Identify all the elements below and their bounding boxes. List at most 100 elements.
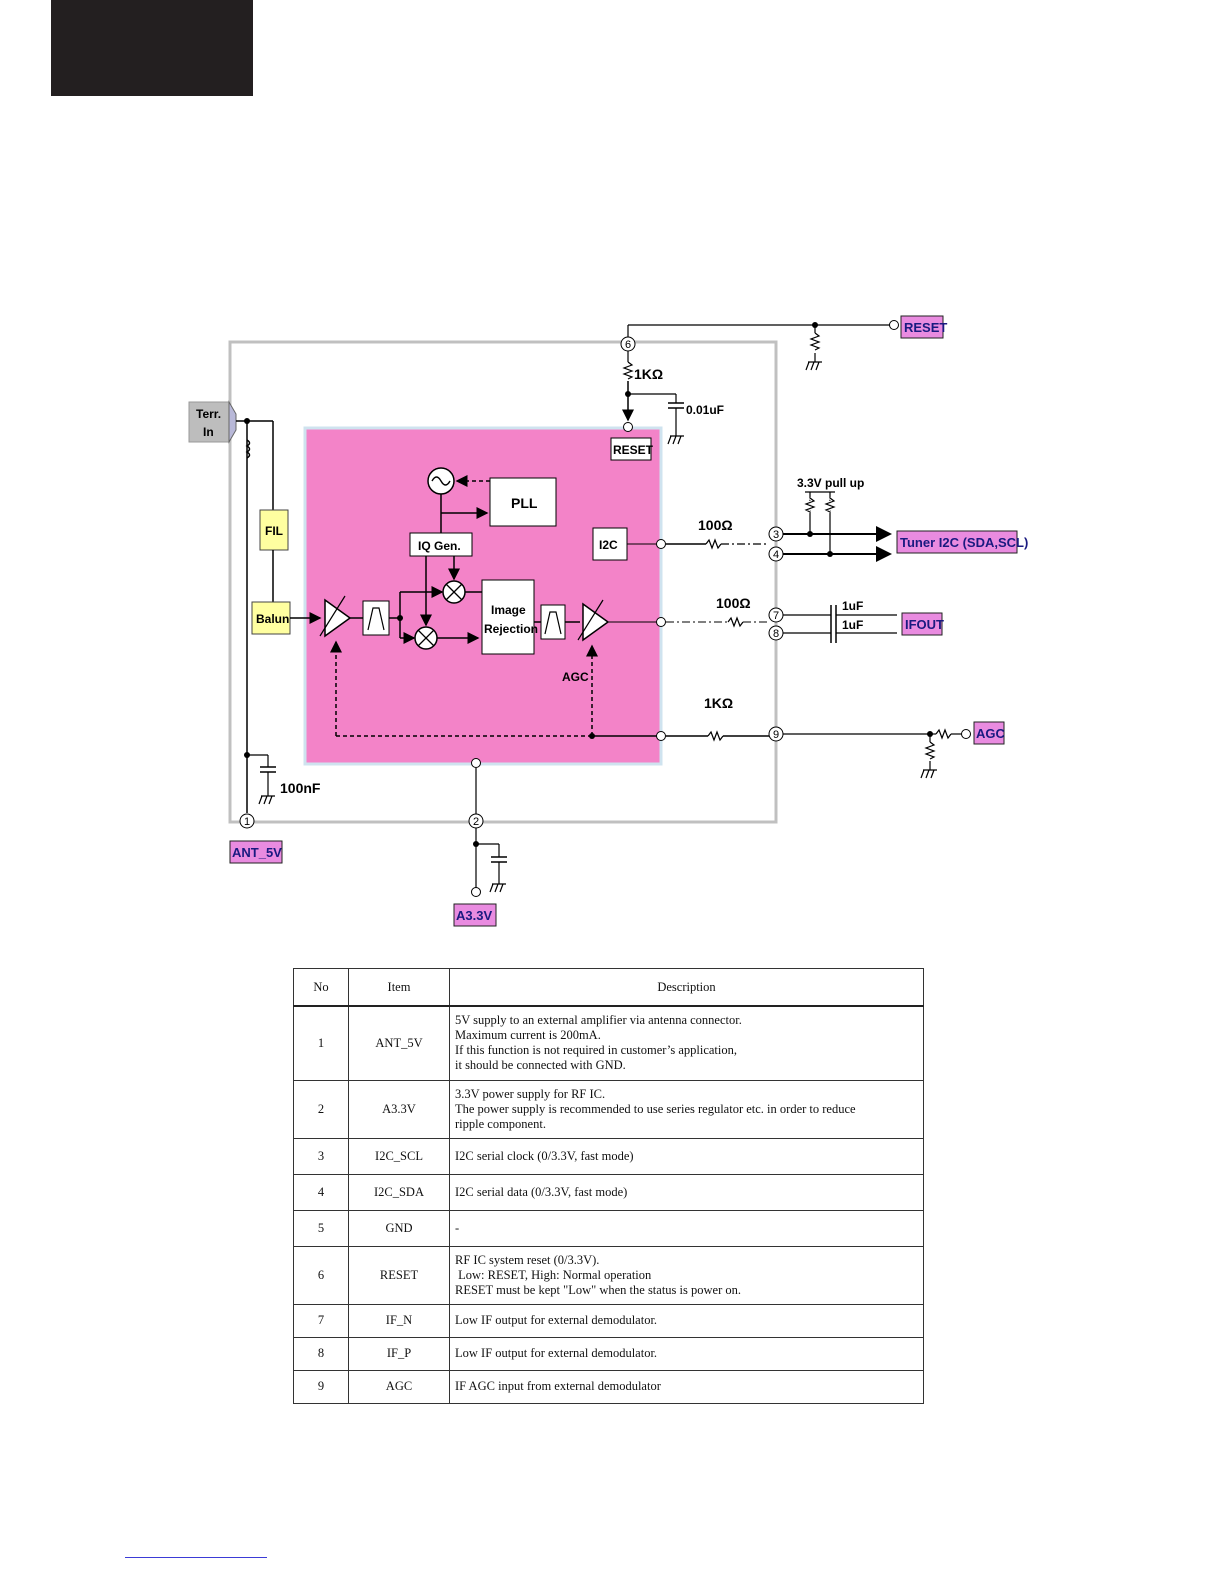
pll-block bbox=[489, 477, 557, 527]
tuner-i2c-tag bbox=[896, 530, 1018, 554]
row-item: I2C_SCL bbox=[348, 1137, 450, 1175]
terr-in-box bbox=[188, 401, 230, 443]
table-row: 7 IF_N Low IF output for external demodu… bbox=[293, 1303, 924, 1338]
table-row: 8 IF_P Low IF output for external demodu… bbox=[293, 1336, 924, 1371]
row-no: 7 bbox=[293, 1303, 349, 1338]
c-1uf-a-label: 1uF bbox=[842, 599, 863, 613]
bandpass-filter-1 bbox=[362, 600, 390, 636]
c-1uf-b-label: 1uF bbox=[842, 618, 863, 632]
row-no: 8 bbox=[293, 1336, 349, 1371]
pin-1-number: 1 bbox=[244, 816, 250, 828]
image-rejection-label-1: Image bbox=[491, 603, 526, 617]
corner-black-block bbox=[51, 0, 253, 96]
pin-6-number: 6 bbox=[625, 339, 631, 351]
reset-internal-label: RESET bbox=[613, 443, 654, 457]
desc-line: RF IC system reset (0/3.3V). bbox=[455, 1252, 600, 1267]
desc-line: Maximum current is 200mA. bbox=[455, 1028, 601, 1043]
row-no: 1 bbox=[293, 1005, 349, 1081]
pin-1 bbox=[239, 813, 255, 829]
a33v-tag-label: A3.3V bbox=[456, 908, 492, 923]
iq-gen-label: IQ Gen. bbox=[418, 539, 461, 553]
inductor-icon bbox=[245, 439, 251, 459]
pin-4-number: 4 bbox=[773, 549, 779, 561]
tuner-block-diagram: Terr. In FIL Balun IQ Gen. PLL Image Re bbox=[188, 315, 1028, 927]
table-row: 5 GND - bbox=[293, 1209, 924, 1247]
table-row: 6 RESET RF IC system reset (0/3.3V). Low… bbox=[293, 1245, 924, 1305]
desc-line: Low: RESET, High: Normal operation bbox=[455, 1267, 652, 1282]
ant-5v-tag bbox=[229, 840, 283, 864]
pin-9-number: 9 bbox=[773, 729, 779, 741]
row-description: 3.3V power supply for RF IC. The power s… bbox=[449, 1079, 924, 1139]
table-row: 4 I2C_SDA I2C serial data (0/3.3V, fast … bbox=[293, 1173, 924, 1211]
ant-5v-tag-label: ANT_5V bbox=[232, 845, 282, 860]
header-description: Description bbox=[449, 968, 924, 1007]
tuner-i2c-tag-label: Tuner I2C (SDA,SCL) bbox=[900, 535, 1028, 550]
desc-line: RESET must be kept "Low" when the status… bbox=[455, 1282, 741, 1297]
pin-7-number: 7 bbox=[773, 610, 779, 622]
row-item: AGC bbox=[348, 1369, 450, 1404]
row-item: GND bbox=[348, 1209, 450, 1247]
desc-line: The power supply is recommended to use s… bbox=[455, 1101, 856, 1116]
desc-line: 3.3V power supply for RF IC. bbox=[455, 1086, 606, 1101]
agc-internal-label: AGC bbox=[562, 670, 589, 684]
balun-label: Balun bbox=[256, 612, 289, 626]
module-outline bbox=[228, 340, 778, 824]
r-1k-top-label: 1KΩ bbox=[634, 366, 663, 382]
agc-tag bbox=[973, 721, 1005, 745]
row-no: 2 bbox=[293, 1079, 349, 1139]
ifout-tag-label: IFOUT bbox=[905, 617, 944, 632]
row-description: Low IF output for external demodulator. bbox=[449, 1303, 924, 1338]
i2c-block bbox=[592, 527, 628, 561]
terr-in-label-2: In bbox=[203, 425, 214, 439]
pll-label: PLL bbox=[511, 495, 538, 511]
r-100-i2c-label: 100Ω bbox=[698, 517, 733, 533]
row-no: 4 bbox=[293, 1173, 349, 1211]
desc-line: 5V supply to an external amplifier via a… bbox=[455, 1013, 742, 1028]
c-001uf-label: 0.01uF bbox=[686, 403, 724, 417]
header-no: No bbox=[293, 968, 349, 1007]
desc-line: If this function is not required in cust… bbox=[455, 1043, 738, 1058]
table-row: 3 I2C_SCL I2C serial clock (0/3.3V, fast… bbox=[293, 1137, 924, 1175]
pulldown-resistor-icon bbox=[809, 332, 821, 351]
row-no: 6 bbox=[293, 1245, 349, 1305]
i2c-label: I2C bbox=[599, 538, 618, 552]
desc-line: ripple component. bbox=[455, 1116, 546, 1131]
row-description: Low IF output for external demodulator. bbox=[449, 1336, 924, 1371]
balun-block bbox=[251, 601, 291, 635]
table-row: 1 ANT_5V 5V supply to an external amplif… bbox=[293, 1005, 924, 1081]
row-item: IF_P bbox=[348, 1336, 450, 1371]
image-rejection-label-2: Rejection bbox=[484, 622, 538, 636]
row-item: IF_N bbox=[348, 1303, 450, 1338]
row-item: A3.3V bbox=[348, 1079, 450, 1139]
ifout-tag bbox=[901, 612, 943, 636]
pin-8-number: 8 bbox=[773, 628, 779, 640]
row-description: RF IC system reset (0/3.3V). Low: RESET,… bbox=[449, 1245, 924, 1305]
c-100nf-label: 100nF bbox=[280, 780, 321, 796]
row-description: 5V supply to an external amplifier via a… bbox=[449, 1005, 924, 1081]
desc-line: it should be connected with GND. bbox=[455, 1058, 626, 1073]
reset-internal-box bbox=[610, 437, 652, 461]
antenna-connector-icon bbox=[228, 400, 237, 444]
footer-link-underline bbox=[125, 1557, 267, 1558]
row-description: I2C serial data (0/3.3V, fast mode) bbox=[449, 1173, 924, 1211]
reset-resistor-icon bbox=[622, 361, 634, 380]
r-1k-agc-label: 1KΩ bbox=[704, 695, 733, 711]
table-row: 9 AGC IF AGC input from external demodul… bbox=[293, 1369, 924, 1404]
a33v-tag bbox=[453, 903, 497, 927]
fil-block bbox=[259, 509, 289, 551]
table-header-row: No Item Description bbox=[293, 968, 924, 1007]
pin-3-number: 3 bbox=[773, 529, 779, 541]
table-row: 2 A3.3V 3.3V power supply for RF IC. The… bbox=[293, 1079, 924, 1139]
image-rejection-block bbox=[481, 579, 535, 655]
terr-in-label-1: Terr. bbox=[196, 407, 221, 421]
ground-icon bbox=[805, 361, 822, 371]
agc-tag-label: AGC bbox=[976, 726, 1006, 741]
header-item: Item bbox=[348, 968, 450, 1007]
row-description: I2C serial clock (0/3.3V, fast mode) bbox=[449, 1137, 924, 1175]
row-item: I2C_SDA bbox=[348, 1173, 450, 1211]
row-description: IF AGC input from external demodulator bbox=[449, 1369, 924, 1404]
row-no: 5 bbox=[293, 1209, 349, 1247]
reset-tag bbox=[900, 315, 944, 339]
pin-description-table: No Item Description 1 ANT_5V 5V supply t… bbox=[293, 968, 924, 1404]
row-no: 9 bbox=[293, 1369, 349, 1404]
